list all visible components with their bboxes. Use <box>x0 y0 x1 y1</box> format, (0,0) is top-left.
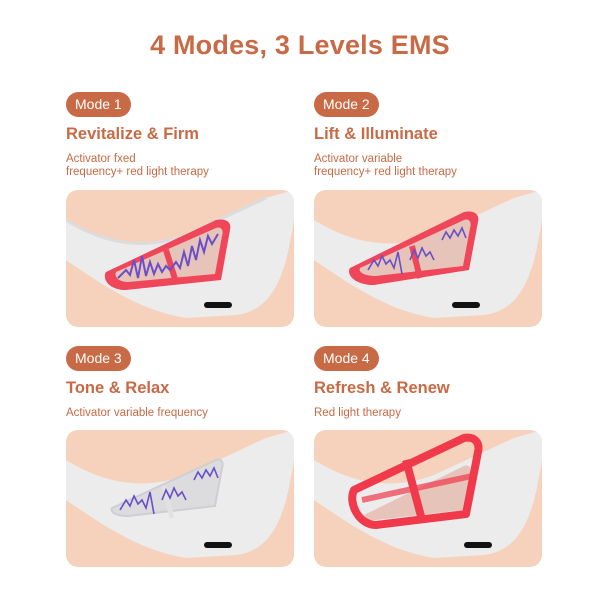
mode-badge: Mode 4 <box>314 346 379 371</box>
page-title: 4 Modes, 3 Levels EMS <box>150 30 450 60</box>
mode-description: Activator variable frequency <box>66 407 296 420</box>
mode-1-device-image <box>66 190 294 327</box>
mode-2-card: Mode 2 Lift & Illuminate Activator varia… <box>314 92 544 178</box>
mode-3-card: Mode 3 Tone & Relax Activator variable f… <box>66 346 296 420</box>
desc-line: Activator variable <box>314 153 403 165</box>
desc-line: Activator variable frequency <box>66 407 208 419</box>
mode-badge: Mode 3 <box>66 346 131 371</box>
mode-badge: Mode 2 <box>314 92 379 117</box>
mode-badge: Mode 1 <box>66 92 131 117</box>
mode-description: Activator variable frequency+ red light … <box>314 153 544 178</box>
mode-description: Red light therapy <box>314 407 544 420</box>
mode-title: Tone & Relax <box>66 379 170 397</box>
mode-title: Revitalize & Firm <box>66 125 199 143</box>
mode-4-card: Mode 4 Refresh & Renew Red light therapy <box>314 346 544 420</box>
desc-line: frequency+ red light therapy <box>66 165 209 178</box>
mode-description: Activator fxed frequency+ red light ther… <box>66 153 296 178</box>
mode-4-device-image <box>314 430 542 567</box>
mode-1-card: Mode 1 Revitalize & Firm Activator fxed … <box>66 92 296 178</box>
desc-line: frequency+ red light therapy <box>314 165 457 178</box>
desc-line: Red light therapy <box>314 407 401 419</box>
mode-2-device-image <box>314 190 542 327</box>
mode-3-device-image <box>66 430 294 567</box>
desc-line: Activator fxed <box>66 153 136 165</box>
mode-title: Refresh & Renew <box>314 379 450 397</box>
mode-title: Lift & Illuminate <box>314 125 438 143</box>
